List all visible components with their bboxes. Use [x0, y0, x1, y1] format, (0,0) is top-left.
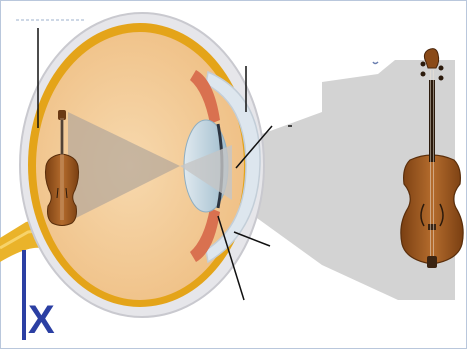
- marker-label: X: [28, 300, 55, 340]
